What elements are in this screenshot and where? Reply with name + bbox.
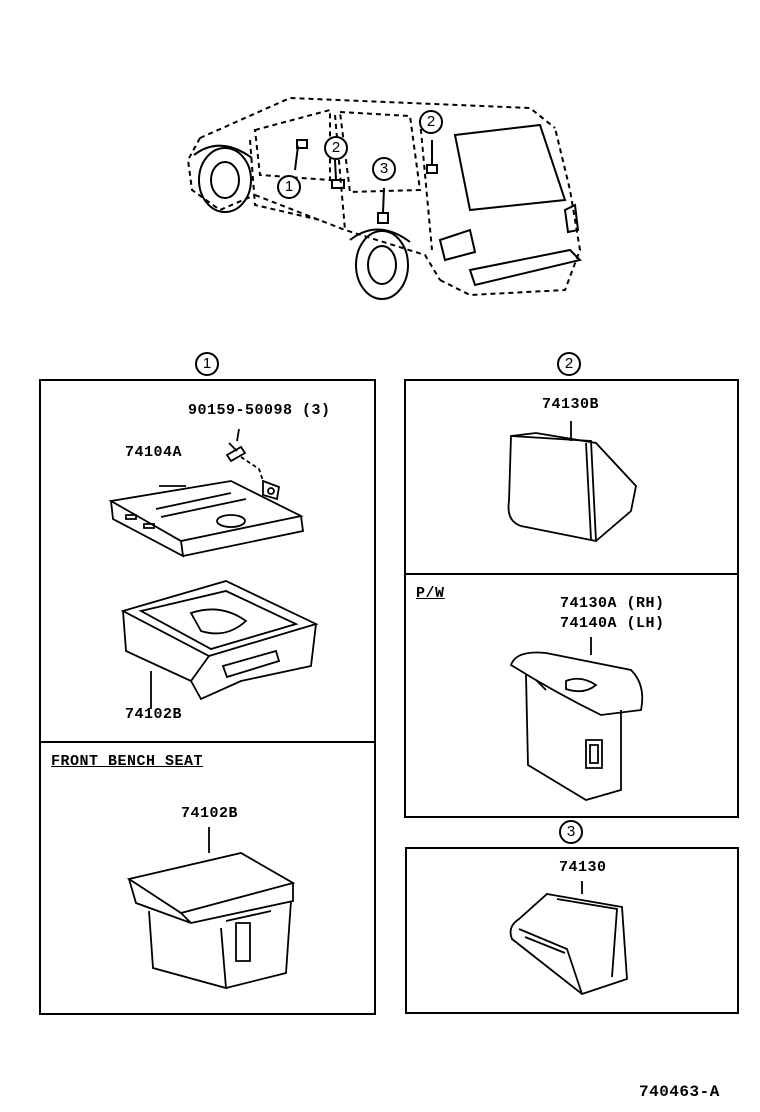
panel-3-callout: 3 bbox=[559, 820, 583, 844]
vehicle-callout-2-rear: 2 bbox=[419, 110, 443, 134]
panel-2-callout: 2 bbox=[557, 352, 581, 376]
bracket-part-number: 74104A bbox=[125, 444, 183, 461]
panel-front-bench-seat: FRONT BENCH SEAT 74102B bbox=[39, 741, 376, 1015]
panel-2-ashtray-drawing bbox=[406, 381, 741, 577]
bracket-and-ashtray-drawing bbox=[41, 381, 378, 745]
pw-part-number-lh: 74140A (LH) bbox=[560, 615, 665, 632]
panel-1: 90159-50098 (3) 74104A 74102B bbox=[39, 379, 376, 743]
pw-title: P/W bbox=[416, 585, 445, 602]
panel-2: 74130B bbox=[404, 379, 739, 575]
panel-2-part-number: 74130B bbox=[542, 396, 600, 413]
ashtray-part-number: 74102B bbox=[125, 706, 183, 723]
bench-seat-title: FRONT BENCH SEAT bbox=[51, 753, 204, 770]
panel-3-part-number: 74130 bbox=[559, 859, 607, 876]
vehicle-overview-illustration bbox=[170, 80, 590, 310]
panel-1-callout: 1 bbox=[195, 352, 219, 376]
figure-id: 740463-A bbox=[639, 1083, 720, 1101]
panel-3: 74130 bbox=[405, 847, 739, 1014]
panel-power-window: P/W 74130A (RH) 74140A (LH) bbox=[404, 573, 739, 818]
pw-ashtray-drawing bbox=[406, 575, 741, 820]
vehicle-callout-1: 1 bbox=[277, 175, 301, 199]
vehicle-callout-2-front: 2 bbox=[324, 136, 348, 160]
bench-ashtray-drawing bbox=[41, 743, 378, 1017]
bolt-part-number: 90159-50098 (3) bbox=[188, 402, 331, 419]
panel-3-ashtray-drawing bbox=[407, 849, 741, 1016]
pw-part-number-rh: 74130A (RH) bbox=[560, 595, 665, 612]
bench-ashtray-part-number: 74102B bbox=[181, 805, 239, 822]
vehicle-callout-3: 3 bbox=[372, 157, 396, 181]
